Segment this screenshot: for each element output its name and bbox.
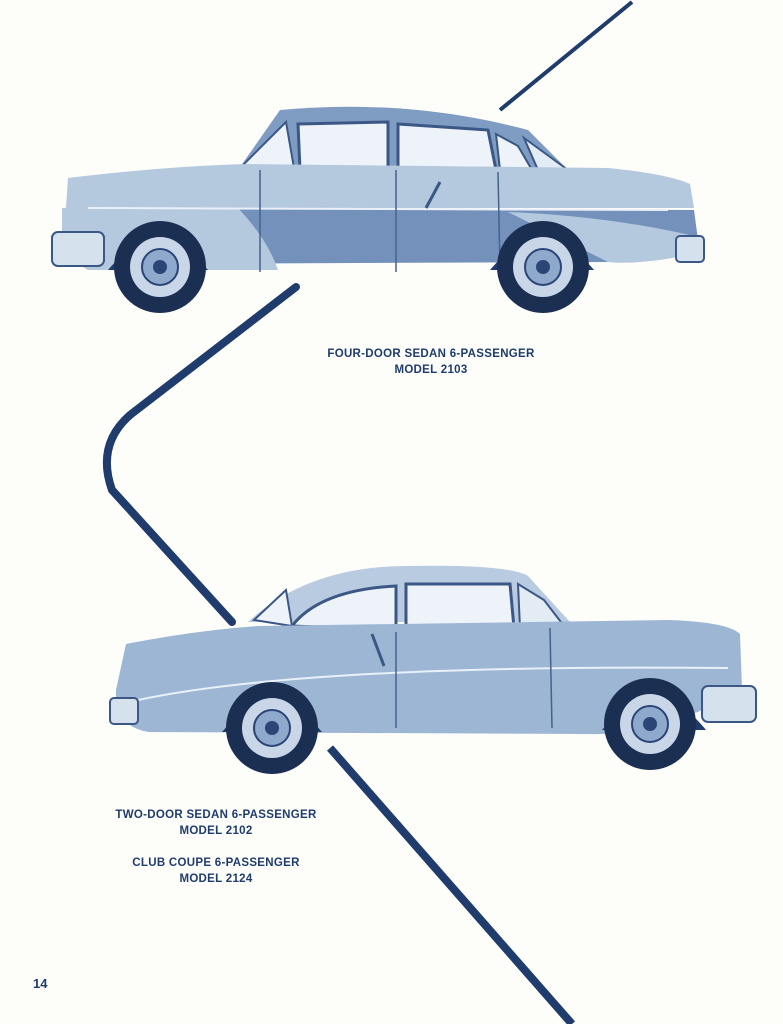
page-number: 14: [33, 976, 48, 991]
two-door-sedan-caption: TWO-DOOR SEDAN 6-PASSENGER MODEL 2102: [96, 807, 336, 839]
four-door-sedan-caption: FOUR-DOOR SEDAN 6-PASSENGER MODEL 2103: [300, 346, 562, 378]
four-door-sedan-title: FOUR-DOOR SEDAN 6-PASSENGER: [327, 348, 535, 360]
two-door-sedan-model: MODEL 2102: [179, 825, 253, 837]
club-coupe-title: CLUB COUPE 6-PASSENGER: [132, 857, 300, 869]
club-coupe-caption: CLUB COUPE 6-PASSENGER MODEL 2124: [96, 855, 336, 887]
club-coupe-model: MODEL 2124: [179, 873, 253, 885]
two-door-sedan-title: TWO-DOOR SEDAN 6-PASSENGER: [115, 809, 317, 821]
two-door-sedan-image: [109, 565, 757, 774]
four-door-sedan-image: [51, 106, 705, 313]
four-door-sedan-model: MODEL 2103: [394, 364, 468, 376]
